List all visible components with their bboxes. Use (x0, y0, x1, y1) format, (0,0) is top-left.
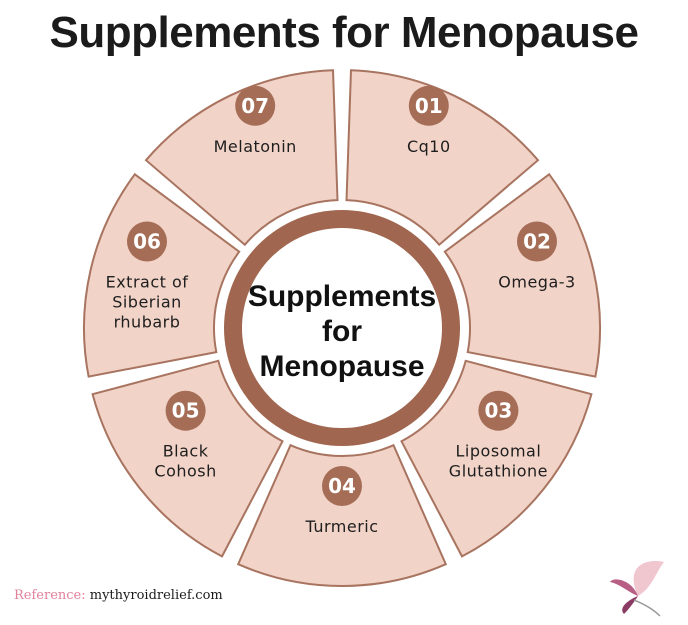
sector-02 (443, 172, 601, 378)
sector-label-05: Cohosh (154, 462, 216, 481)
badge-number-06: 06 (133, 230, 161, 254)
sector-07 (144, 69, 339, 247)
badge-number-05: 05 (172, 399, 200, 423)
center-line-2: for (322, 315, 362, 348)
badge-number-03: 03 (484, 399, 512, 423)
badge-number-02: 02 (523, 230, 551, 254)
center-disc (242, 228, 442, 428)
badge-04 (322, 466, 362, 506)
sector-label-06: rhubarb (114, 313, 181, 332)
butterfly-logo-icon (610, 561, 664, 617)
center-line-1: Supplements (248, 280, 436, 313)
badge-01 (408, 85, 449, 126)
sector-label-07: Melatonin (214, 137, 297, 156)
badge-06 (127, 221, 167, 262)
reference-site: mythyroidrelief.com (89, 588, 223, 603)
sector-05 (91, 359, 284, 558)
sector-label-06: Siberian (112, 293, 182, 312)
badge-number-01: 01 (415, 94, 443, 118)
badge-number-04: 04 (328, 474, 356, 498)
reference-note: Reference: mythyroidrelief.com (14, 588, 223, 603)
sector-label-04: Turmeric (304, 517, 378, 536)
badge-03 (478, 390, 519, 431)
sector-04 (236, 443, 448, 588)
badge-07 (235, 85, 276, 126)
reference-label: Reference: (14, 588, 86, 603)
sector-03 (400, 359, 593, 558)
sector-label-03: Liposomal (456, 442, 542, 461)
badge-05 (165, 390, 206, 431)
page-title: Supplements for Menopause (49, 8, 639, 57)
sector-06 (83, 172, 241, 378)
badge-02 (517, 221, 557, 262)
sector-label-03: Glutathione (449, 462, 548, 481)
sector-label-02: Omega-3 (498, 273, 575, 292)
sector-label-01: Cq10 (407, 137, 451, 156)
badge-number-07: 07 (241, 94, 269, 118)
sector-label-06: Extract of (106, 273, 189, 292)
center-line-3: Menopause (259, 350, 424, 383)
sector-01 (345, 69, 540, 247)
sector-label-05: Black (163, 442, 209, 461)
